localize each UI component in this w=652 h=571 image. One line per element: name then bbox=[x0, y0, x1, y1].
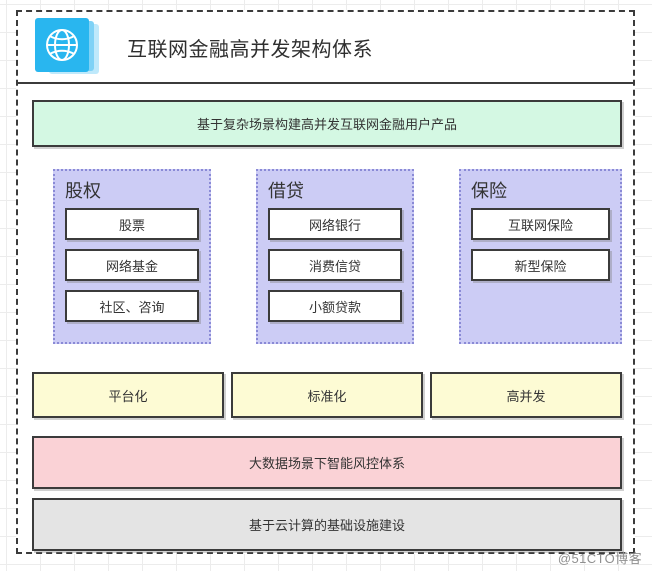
category-column-insurance: 保险 互联网保险 新型保险 bbox=[459, 169, 622, 344]
category-items-insurance: 互联网保险 新型保险 bbox=[471, 208, 610, 281]
list-item[interactable]: 社区、咨询 bbox=[65, 290, 199, 322]
category-items-equity: 股票 网络基金 社区、咨询 bbox=[65, 208, 199, 322]
pillar-label: 标准化 bbox=[307, 388, 347, 404]
layer-cloud-infrastructure-label: 基于云计算的基础设施建设 bbox=[248, 518, 405, 533]
layer-product-scenarios-label: 基于复杂场景构建高并发互联网金融用户产品 bbox=[196, 117, 457, 132]
pillar-standardization: 标准化 bbox=[231, 372, 423, 418]
list-item[interactable]: 小额贷款 bbox=[268, 290, 402, 322]
list-item[interactable]: 股票 bbox=[65, 208, 199, 240]
list-item[interactable]: 网络基金 bbox=[65, 249, 199, 281]
layer-risk-control: 大数据场景下智能风控体系 bbox=[32, 436, 622, 489]
pillar-high-concurrency: 高并发 bbox=[430, 372, 622, 418]
list-item[interactable]: 互联网保险 bbox=[471, 208, 610, 240]
category-column-lending: 借贷 网络银行 消费信贷 小额贷款 bbox=[256, 169, 414, 344]
globe-stacked-cards-icon bbox=[35, 18, 109, 76]
layer-cloud-infrastructure: 基于云计算的基础设施建设 bbox=[32, 498, 622, 551]
category-column-equity: 股权 股票 网络基金 社区、咨询 bbox=[53, 169, 211, 344]
category-title-lending: 借贷 bbox=[268, 181, 304, 201]
category-title-equity: 股权 bbox=[65, 181, 101, 201]
list-item[interactable]: 新型保险 bbox=[471, 249, 610, 281]
pillar-label: 高并发 bbox=[506, 388, 546, 404]
page-title: 互联网金融高并发架构体系 bbox=[127, 38, 373, 61]
category-items-lending: 网络银行 消费信贷 小额贷款 bbox=[268, 208, 402, 322]
pillar-platformization: 平台化 bbox=[32, 372, 224, 418]
diagram-frame: 互联网金融高并发架构体系 基于复杂场景构建高并发互联网金融用户产品 股权 股票 … bbox=[16, 10, 635, 554]
list-item[interactable]: 网络银行 bbox=[268, 208, 402, 240]
category-title-insurance: 保险 bbox=[471, 181, 507, 201]
layer-risk-control-label: 大数据场景下智能风控体系 bbox=[248, 456, 405, 471]
globe-icon bbox=[46, 29, 78, 61]
layer-product-scenarios: 基于复杂场景构建高并发互联网金融用户产品 bbox=[32, 100, 622, 147]
list-item[interactable]: 消费信贷 bbox=[268, 249, 402, 281]
watermark: @51CTO博客 bbox=[557, 551, 642, 566]
pillar-label: 平台化 bbox=[108, 388, 148, 404]
diagram-header: 互联网金融高并发架构体系 bbox=[18, 12, 633, 84]
